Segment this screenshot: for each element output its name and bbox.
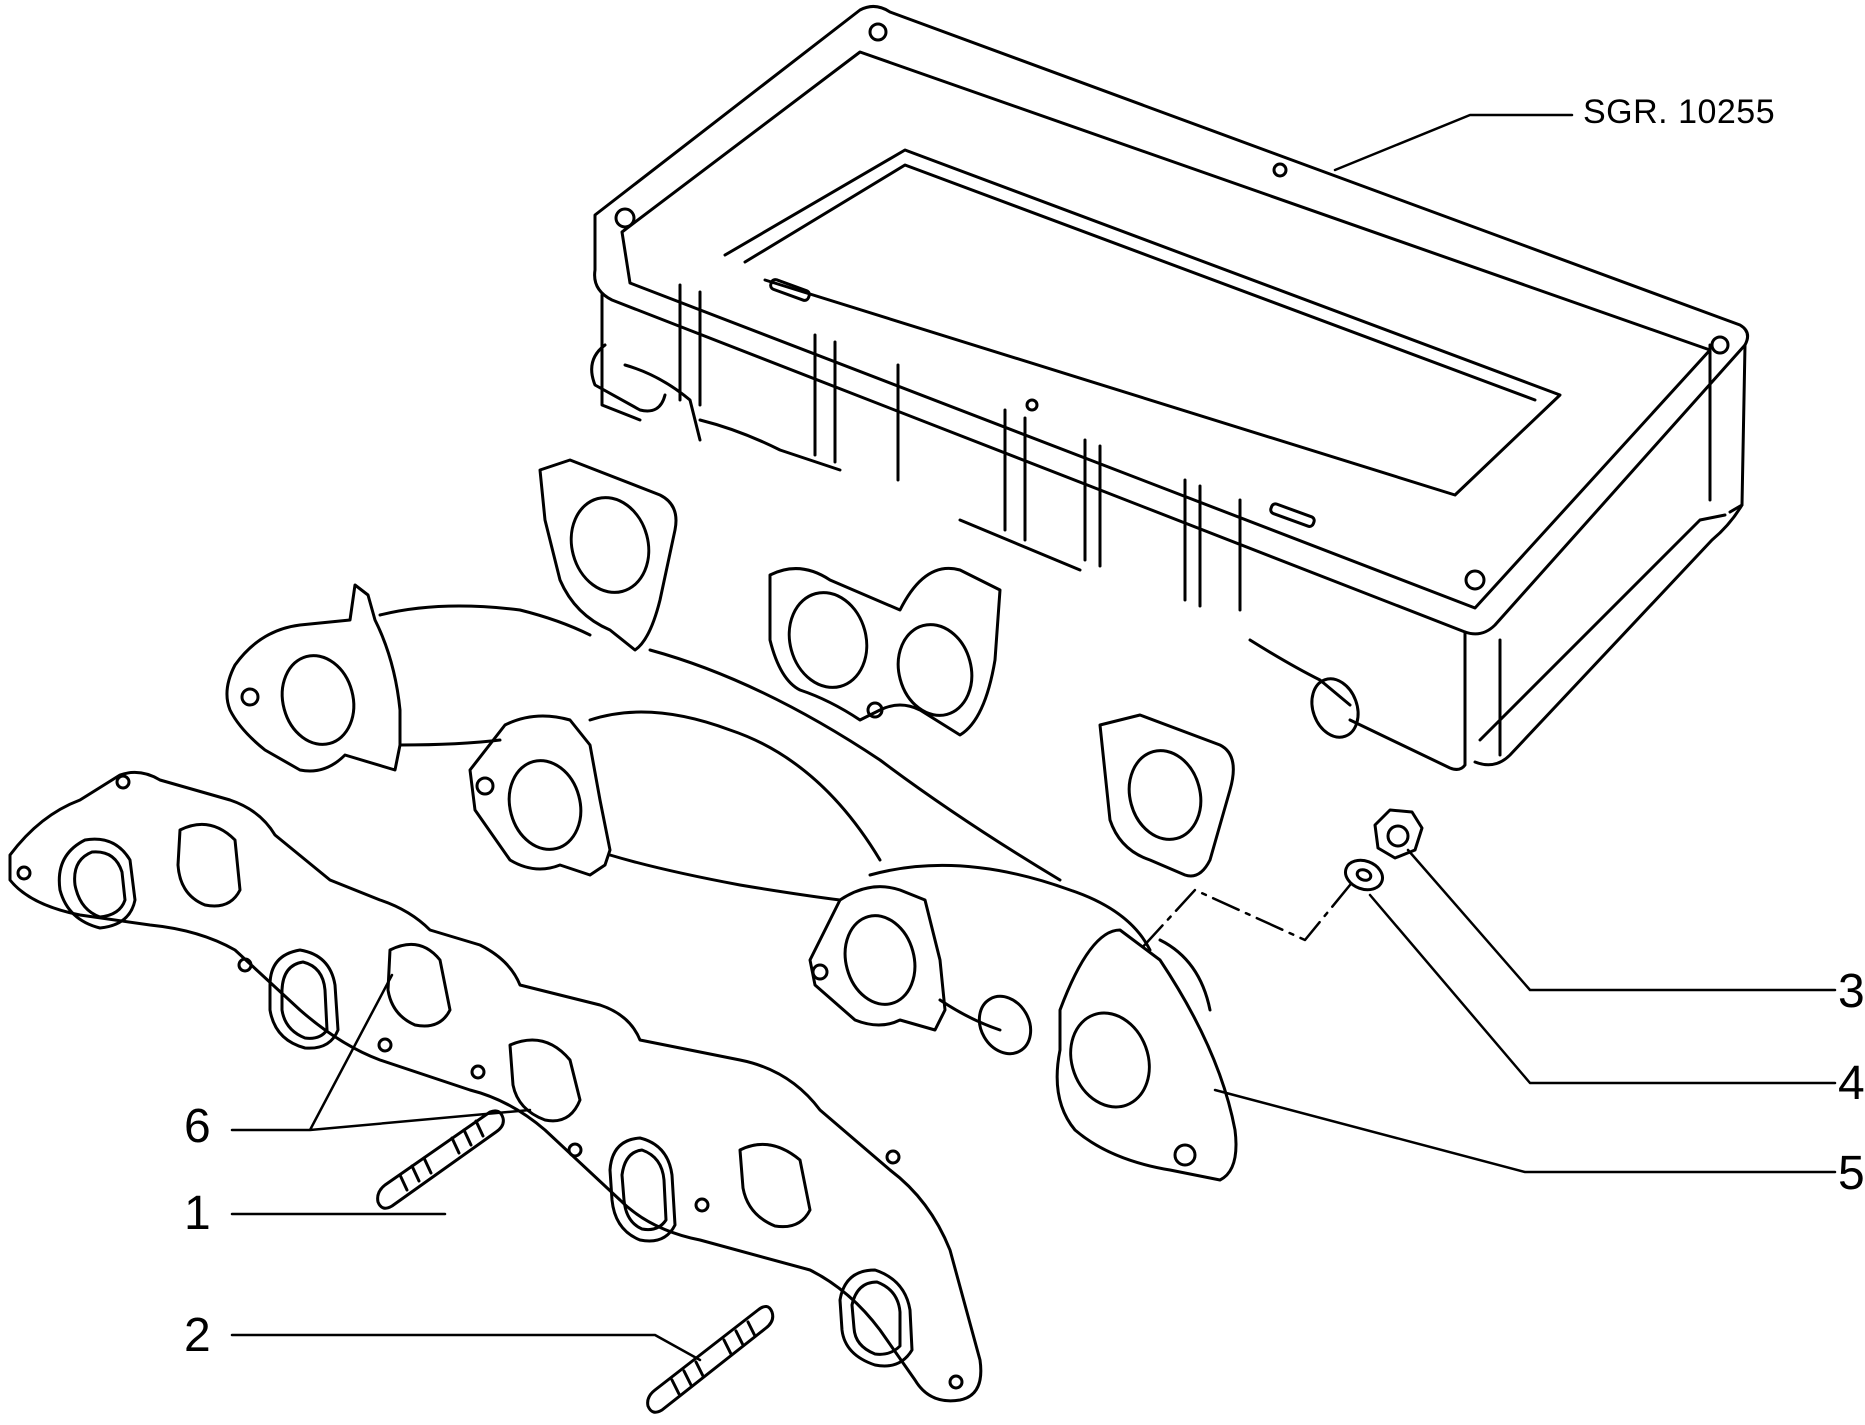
drawing-reference: SGR. 10255 bbox=[1583, 93, 1776, 131]
leader-ref bbox=[1333, 113, 1574, 172]
callout-3: 3 bbox=[1838, 965, 1865, 1018]
intake-plenum bbox=[538, 5, 1750, 878]
leader-5 bbox=[1213, 1088, 1837, 1174]
leader-lines bbox=[230, 113, 1837, 1362]
callout-2: 2 bbox=[184, 1309, 211, 1362]
assembly-axis-line bbox=[1138, 883, 1352, 952]
leader-6 bbox=[230, 973, 532, 1132]
exhaust-manifold bbox=[225, 583, 1238, 1182]
leader-4 bbox=[1368, 893, 1837, 1085]
stud-long bbox=[646, 1305, 775, 1414]
manifold-gasket bbox=[8, 770, 983, 1403]
callout-5: 5 bbox=[1838, 1147, 1865, 1200]
callout-1: 1 bbox=[184, 1187, 211, 1240]
callout-4: 4 bbox=[1838, 1057, 1865, 1110]
stud-short bbox=[376, 1109, 505, 1210]
leader-2 bbox=[230, 1333, 702, 1362]
washer bbox=[1344, 858, 1384, 892]
leader-3 bbox=[1406, 848, 1837, 992]
nut bbox=[1373, 808, 1424, 860]
callout-6: 6 bbox=[184, 1100, 211, 1153]
